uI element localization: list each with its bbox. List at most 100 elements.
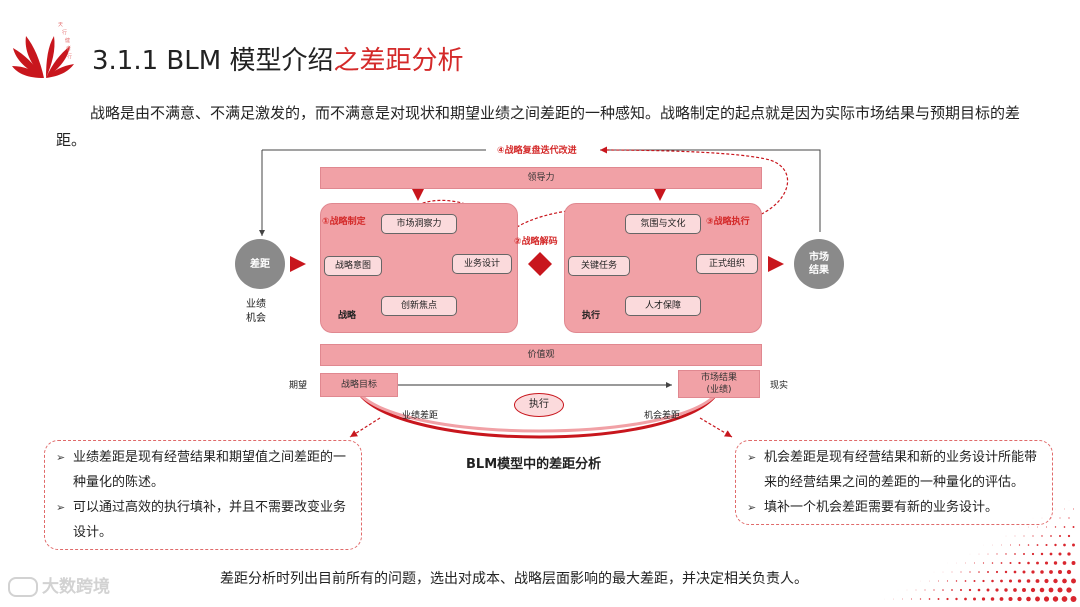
decorative-dot [1059, 517, 1061, 519]
decorative-dot [969, 571, 971, 573]
decorative-dot [1071, 578, 1076, 584]
svg-text:者: 者 [66, 46, 71, 52]
result-circle-line2: 结果 [809, 265, 829, 276]
decorative-dot [982, 562, 985, 564]
decorative-dot [924, 589, 926, 591]
performance-gap-note-item: 可以通过高效的执行填补，并且不需要改变业务设计。 [53, 495, 353, 545]
decorative-dot [1000, 562, 1003, 564]
decorative-dot [978, 571, 980, 573]
decorative-dot [974, 562, 975, 564]
decorative-dot [1049, 570, 1053, 574]
svg-text:健: 健 [65, 37, 70, 44]
decorative-dots [884, 500, 1077, 602]
decorative-dot [1071, 561, 1076, 565]
decorative-dot [1035, 596, 1040, 602]
opportunity-gap-note: 机会差距是现有经营结果和新的业务设计所能带来的经营结果之间的差距的一种量化的评估… [735, 440, 1053, 525]
decorative-dot [1067, 552, 1071, 556]
decorative-dot [1044, 578, 1049, 584]
decorative-dot [915, 589, 917, 591]
intro-paragraph: 战略是由不满意、不满足激发的，而不满意是对现状和期望业绩之间差距的一种感知。战略… [56, 104, 1021, 149]
decorative-dot [1053, 578, 1058, 584]
leadership-bar: 领导力 [320, 167, 762, 189]
decorative-dot [1031, 552, 1035, 556]
strategy-goal-box: 战略目标 [320, 373, 398, 397]
svg-text:行: 行 [67, 53, 72, 60]
decorative-dot [1063, 543, 1066, 547]
decorative-dot [964, 580, 967, 582]
decorative-dot [1009, 561, 1012, 565]
decorative-dot [990, 597, 995, 601]
decorative-dot [1052, 596, 1059, 602]
decorative-dot [991, 562, 994, 564]
gap-caption-line1: 业绩 [246, 299, 266, 310]
decorative-dot [902, 598, 903, 600]
node-talent: 人才保障 [625, 296, 701, 316]
decorative-dot [1005, 553, 1007, 555]
decorative-dot [1017, 596, 1022, 602]
market-result-line1: 市场结果 [700, 373, 737, 383]
decorative-dot [1054, 526, 1057, 528]
decorative-dot [1035, 579, 1040, 583]
node-formal-organization: 正式组织 [696, 254, 758, 274]
decorative-dot [1070, 596, 1077, 602]
decorative-dot [999, 597, 1004, 601]
decorative-dot [995, 588, 999, 592]
gap-caption: 业绩机会 [246, 298, 266, 326]
decorative-dot [1037, 526, 1038, 528]
decorative-dot [937, 598, 940, 600]
decorative-dot [955, 580, 958, 582]
decorative-dot [1066, 587, 1072, 593]
decorative-dot [1054, 543, 1057, 547]
decorative-dot [1067, 534, 1071, 538]
market-result-line2: (业绩) [706, 385, 732, 395]
decode-label: ②战略解码 [514, 237, 558, 247]
result-circle: 市场结果 [794, 239, 844, 289]
decorative-dot [1008, 596, 1013, 602]
decorative-dot [959, 588, 963, 592]
watermark: 大数跨境 [8, 572, 110, 597]
decorative-dot [1058, 552, 1062, 556]
decorative-dot [1013, 588, 1017, 592]
decorative-dot [1061, 596, 1068, 602]
decorative-dot [996, 553, 998, 555]
watermark-text: 大数跨境 [42, 577, 110, 597]
decorative-dot [1014, 553, 1016, 555]
decorative-dot [1050, 517, 1052, 519]
decorative-dot [1031, 570, 1035, 574]
decorative-dot [1032, 535, 1034, 537]
decorative-dot [1040, 552, 1044, 556]
execution-corner-label: 执行 [582, 311, 601, 321]
decorative-dot [1048, 587, 1054, 593]
decorative-dot [992, 544, 993, 546]
decorative-dot [1027, 544, 1030, 546]
decorative-dot [973, 597, 976, 601]
decorative-dot [1036, 544, 1039, 546]
decorative-dot [1041, 535, 1043, 537]
decorative-dot [1072, 526, 1075, 528]
decorative-dot [964, 597, 967, 601]
decorative-dot [1068, 517, 1070, 519]
execute-oval: 执行 [514, 393, 564, 417]
result-circle-line1: 市场 [809, 252, 829, 263]
node-critical-tasks: 关键任务 [568, 256, 630, 276]
performance-gap-note: 业绩差距是现有经营结果和期望值之间差距的一种量化的陈述。 可以通过高效的执行填补… [44, 440, 362, 550]
diagram-caption: BLM模型中的差距分析 [466, 457, 602, 472]
decorative-dot [946, 580, 949, 582]
decorative-dot [981, 597, 986, 601]
decorative-dot [919, 598, 922, 600]
decorative-dot [1022, 588, 1026, 592]
decorative-dot [1023, 553, 1025, 555]
svg-text:行: 行 [62, 29, 67, 36]
decorative-dot [1004, 570, 1008, 574]
decorative-dot [1039, 587, 1045, 593]
decorative-dot [1057, 569, 1063, 575]
node-climate-culture: 氛围与文化 [625, 214, 701, 234]
decorative-dot [929, 580, 930, 582]
decorative-dot [1036, 561, 1039, 565]
decorative-dot [1043, 596, 1050, 602]
strategy-step-label: ①战略制定 [322, 217, 366, 227]
decorative-dot [1004, 588, 1008, 592]
decorative-dot [1057, 587, 1063, 593]
decorative-dot [893, 598, 894, 600]
decorative-dot [1064, 508, 1065, 510]
